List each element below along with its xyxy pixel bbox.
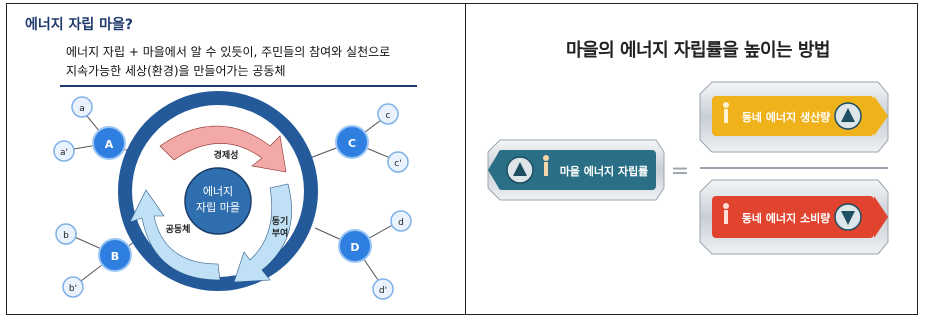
- production-banner: 동네 에너지 생산량: [699, 81, 889, 153]
- node-b-prime: [62, 276, 84, 298]
- hub-nodes: A B C D: [92, 125, 372, 272]
- left-panel-description: 에너지 자립 + 마을에서 알 수 있듯이, 주민들의 참여와 실천으로 지속가…: [66, 43, 390, 81]
- node-a-label: a: [79, 104, 85, 114]
- node-b-prime-label: b': [69, 284, 77, 294]
- consumption-banner: 동네 에너지 소비량: [699, 179, 889, 255]
- community-label: 공동체: [166, 223, 191, 235]
- node-B: [98, 238, 132, 272]
- center-circle: [184, 167, 252, 235]
- energy-village-diagram: 에너지 자립 마을 경제성 공동체 동기 부여 A B C D a a' b b…: [53, 91, 412, 300]
- center-label-line-1: 에너지: [203, 185, 233, 198]
- node-a-prime-label: a': [60, 148, 68, 158]
- motivation-arrow: [233, 183, 292, 283]
- node-D-label: D: [350, 241, 359, 254]
- self-sufficiency-label: 마을 에너지 자립률: [560, 164, 649, 178]
- person-icon: [543, 155, 549, 176]
- consumption-down-icon: [841, 211, 855, 225]
- person-icon-production: [723, 102, 729, 123]
- leaf-nodes: a a' b b' c c' d d': [53, 96, 412, 300]
- economy-label: 경제성: [214, 149, 239, 161]
- node-B-label: B: [111, 250, 119, 263]
- node-c: [377, 103, 399, 125]
- node-a: [71, 96, 93, 118]
- node-c-prime-label: c': [394, 159, 401, 169]
- node-d-label: d: [398, 218, 404, 228]
- self-sufficiency-banner: 마을 에너지 자립률: [487, 139, 665, 201]
- node-A: [92, 126, 126, 160]
- energy-ratio-diagram: 마을 에너지 자립률 = 동네 에너지 생산량 동네 에너지 소비량: [487, 81, 889, 255]
- node-b-label: b: [63, 231, 69, 241]
- title-underline: [60, 85, 417, 87]
- motivation-label-line-1: 동기: [272, 215, 289, 227]
- left-panel-title: 에너지 자립 마을?: [25, 17, 134, 33]
- node-d-prime: [372, 278, 394, 300]
- production-label: 동네 에너지 생산량: [742, 110, 831, 124]
- economy-arrow: [159, 125, 287, 173]
- production-up-icon: [841, 108, 855, 122]
- teal-banner-body: [498, 150, 656, 190]
- description-line-2: 지속가능한 세상(환경)을 만들어가는 공동체: [66, 64, 286, 78]
- panel-divider: [465, 3, 466, 315]
- consumption-label: 동네 에너지 소비량: [742, 211, 831, 225]
- description-line-1: 에너지 자립 + 마을에서 알 수 있듯이, 주민들의 참여와 실천으로: [66, 45, 391, 59]
- node-d: [390, 210, 412, 232]
- node-C-label: C: [348, 137, 356, 150]
- motivation-label-line-2: 부여: [272, 227, 289, 239]
- center-label-line-2: 자립 마을: [196, 201, 240, 214]
- node-D: [338, 229, 372, 263]
- community-arrow: [129, 189, 221, 281]
- node-c-label: c: [386, 111, 391, 121]
- node-C: [335, 125, 369, 159]
- node-A-label: A: [105, 138, 114, 151]
- up-triangle-icon: [513, 162, 527, 176]
- node-b: [55, 223, 77, 245]
- outer-frame: [6, 3, 918, 315]
- gold-banner-body: [712, 96, 874, 136]
- node-a-prime: [53, 140, 75, 162]
- node-d-prime-label: d': [379, 286, 387, 296]
- node-c-prime: [387, 151, 409, 173]
- red-banner-body: [712, 196, 874, 238]
- right-panel-title: 마을의 에너지 자립률을 높이는 방법: [566, 40, 830, 61]
- person-icon-consumption: [723, 203, 729, 224]
- equals-sign: =: [671, 159, 689, 184]
